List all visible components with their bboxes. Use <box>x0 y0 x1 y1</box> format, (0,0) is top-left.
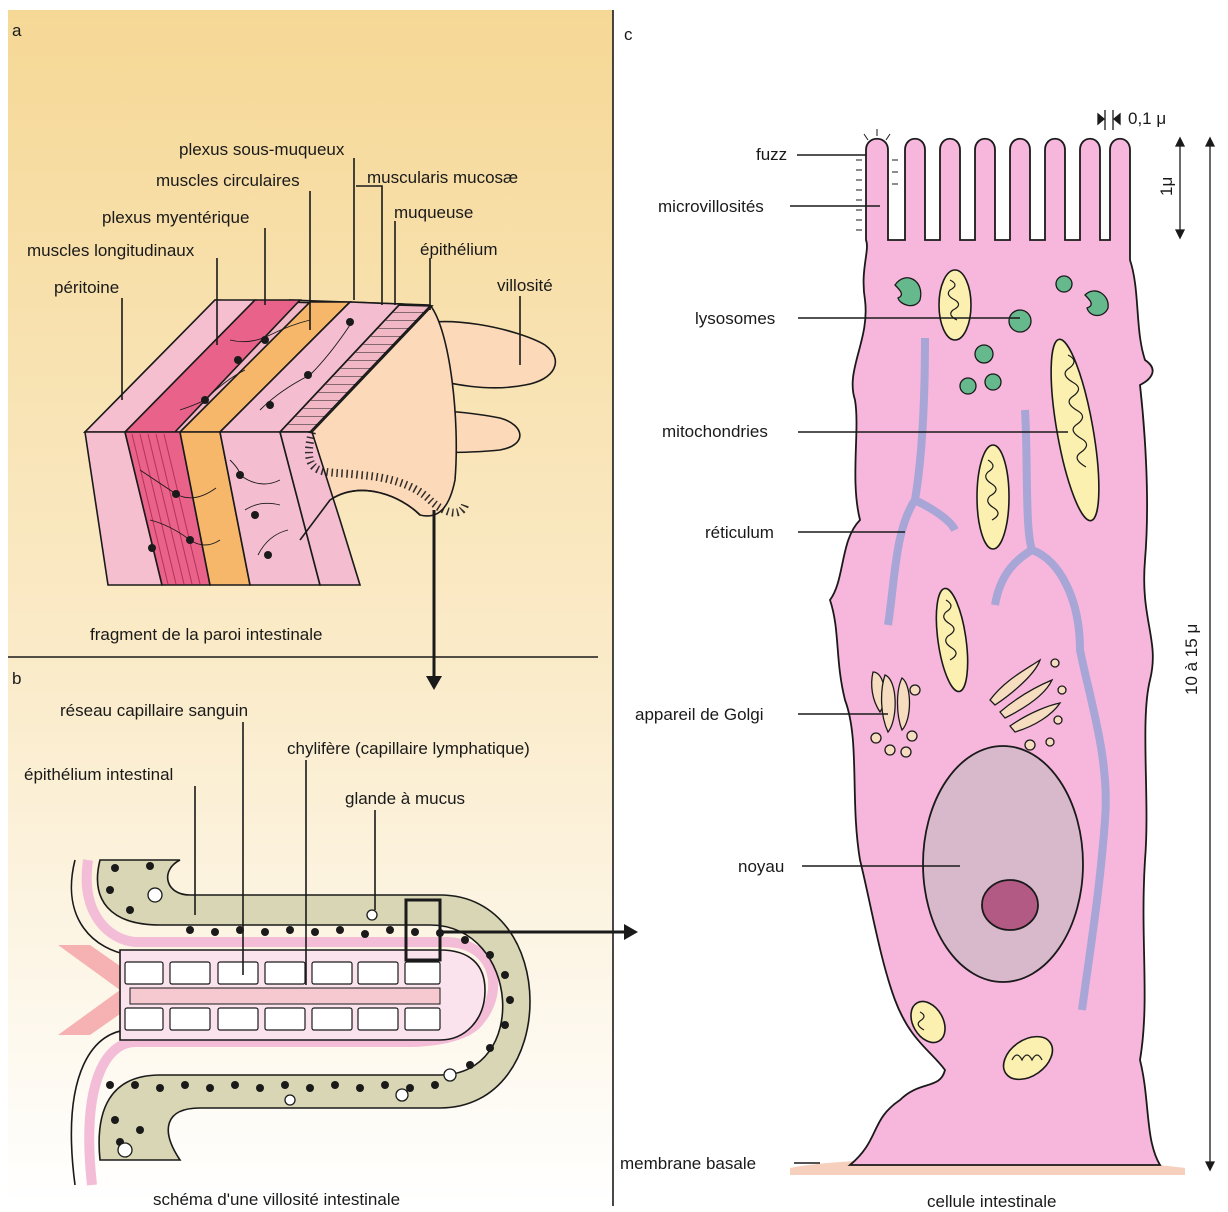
intestinal-cell-body <box>830 139 1160 1165</box>
label-plexus-sous-muqueux: plexus sous-muqueux <box>179 140 345 159</box>
label-membrane-basale: membrane basale <box>620 1154 756 1173</box>
label-reseau-capillaire: réseau capillaire sanguin <box>60 701 248 720</box>
chyliferous-vessel <box>130 988 440 1004</box>
label-glande-mucus: glande à mucus <box>345 789 465 808</box>
label-muscularis-mucosae: muscularis mucosæ <box>367 168 518 187</box>
panel-c-letter: c <box>624 25 633 44</box>
caption-panel-a: fragment de la paroi intestinale <box>90 625 322 644</box>
label-peritoine: péritoine <box>54 278 119 297</box>
caption-panel-b: schéma d'une villosité intestinale <box>153 1190 400 1209</box>
nucleolus <box>982 880 1038 930</box>
dimension-cell-height: 10 à 15 μ <box>1182 624 1201 695</box>
caption-panel-c: cellule intestinale <box>927 1192 1056 1211</box>
label-epithelium: épithélium <box>420 240 498 259</box>
label-villosite: villosité <box>497 276 553 295</box>
label-plexus-myenterique: plexus myentérique <box>102 208 249 227</box>
panel-b-letter: b <box>12 669 21 688</box>
label-reticulum: réticulum <box>705 523 774 542</box>
label-muqueuse: muqueuse <box>394 203 473 222</box>
label-golgi: appareil de Golgi <box>635 705 764 724</box>
nucleus <box>923 746 1083 982</box>
label-muscles-longitudinaux: muscles longitudinaux <box>27 241 195 260</box>
label-lysosomes: lysosomes <box>695 309 775 328</box>
label-noyau: noyau <box>738 857 784 876</box>
dimension-microvillus-width: 0,1 μ <box>1128 109 1166 128</box>
label-epithelium-intestinal: épithélium intestinal <box>24 765 173 784</box>
label-microvillosites: microvillosités <box>658 197 764 216</box>
label-muscles-circulaires: muscles circulaires <box>156 171 300 190</box>
label-fuzz: fuzz <box>756 145 787 164</box>
label-chylifere: chylifère (capillaire lymphatique) <box>287 739 530 758</box>
panel-a-letter: a <box>12 21 22 40</box>
arrow-b-to-c <box>624 924 638 940</box>
dimension-microvillus-height: 1μ <box>1157 177 1176 196</box>
label-mitochondries: mitochondries <box>662 422 768 441</box>
